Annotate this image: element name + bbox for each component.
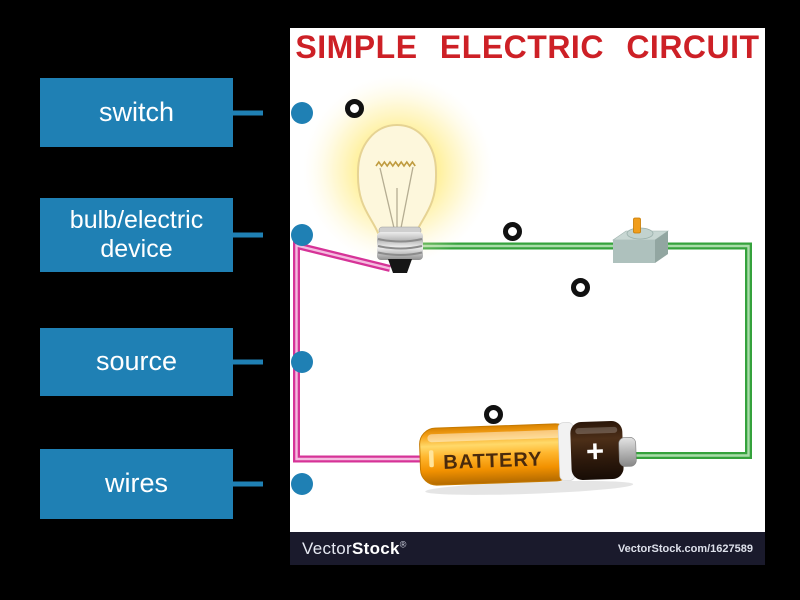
label-connector-dot[interactable]: [291, 473, 313, 495]
label-text: switch: [40, 78, 233, 147]
logo-vector-part: Vector: [302, 538, 352, 558]
logo-stock-part: Stock: [352, 538, 400, 558]
answer-target-battery[interactable]: [484, 405, 503, 424]
label-connector-line: [233, 110, 263, 115]
label-wires[interactable]: wires: [40, 449, 313, 519]
answer-target-wire[interactable]: [503, 222, 522, 241]
watermark-credit: VectorStock.com/1627589: [617, 542, 753, 555]
label-connector-line: [233, 232, 263, 238]
label-text: wires: [40, 449, 233, 519]
label-source[interactable]: source: [40, 328, 313, 396]
registered-mark: ®: [399, 538, 407, 549]
label-connector-dot[interactable]: [291, 224, 313, 246]
label-connector-dot[interactable]: [291, 351, 313, 373]
label-connector-line: [233, 481, 263, 487]
label-text: source: [40, 328, 233, 396]
watermark-bar: VectorStock® VectorStock.com/1627589: [290, 532, 765, 565]
answer-target-bulb[interactable]: [345, 99, 364, 118]
label-switch[interactable]: switch: [40, 78, 313, 147]
label-text: bulb/electric device: [40, 198, 233, 272]
vectorstock-logo: VectorStock®: [302, 539, 407, 559]
label-connector-dot[interactable]: [291, 101, 313, 124]
answer-target-switch[interactable]: [571, 278, 590, 297]
label-bulb-electric-device[interactable]: bulb/electric device: [40, 198, 313, 272]
diagram-title: SIMPLE ELECTRIC CIRCUIT: [295, 28, 760, 65]
label-connector-line: [233, 359, 263, 365]
